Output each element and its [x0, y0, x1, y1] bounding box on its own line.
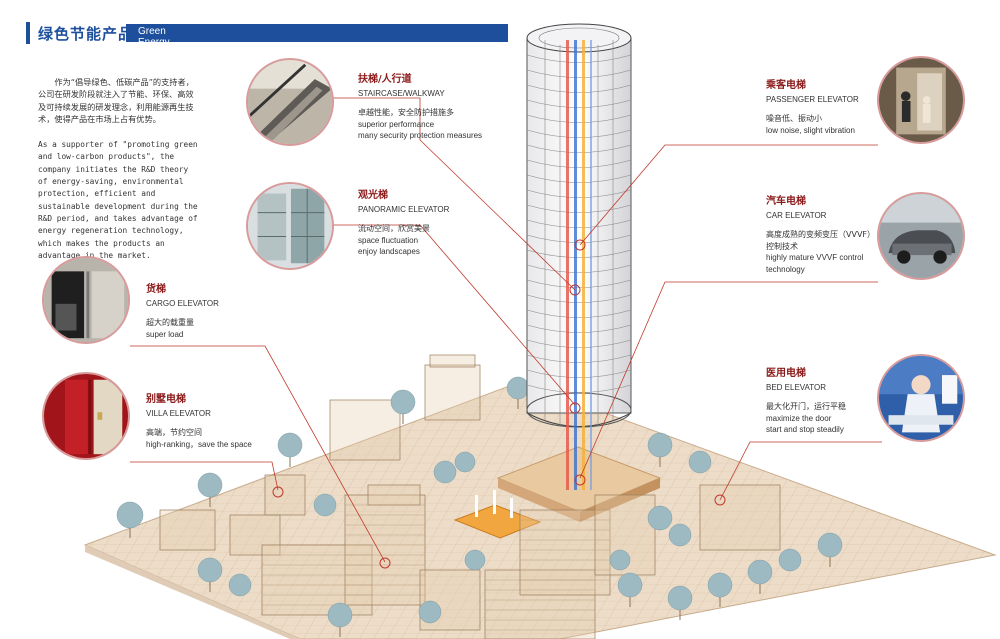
passenger-title-cn: 乘客电梯: [766, 80, 806, 91]
cargo-title-cn: 货梯: [146, 284, 166, 295]
passenger-elevator-photo: [877, 56, 965, 144]
car-line2: 控制技术: [766, 241, 798, 251]
product-passenger: 乘客电梯 PASSENGER ELEVATOR 噪音低、振动小 low nois…: [766, 80, 859, 136]
leader-bed: [719, 441, 882, 501]
bed-line3: start and stop steadily: [766, 425, 844, 434]
panoramic-elevator-photo: [246, 182, 334, 270]
car-line4: technology: [766, 264, 805, 274]
panoramic-title-cn: 观光梯: [358, 190, 388, 201]
intro-text: 作为“倡导绿色、低碳产品”的支持者，公司在研发阶段就注入了节能、环保、高效及可持…: [38, 76, 198, 262]
leader-villa: [130, 461, 279, 491]
panoramic-line3: enjoy landscapes: [358, 247, 420, 256]
staircase-title-cn: 扶梯/人行道: [358, 74, 412, 85]
villa-title-en: VILLA ELEVATOR: [146, 408, 211, 418]
product-bed: 医用电梯 BED ELEVATOR 最大化开门，运行平稳 maximize th…: [766, 368, 846, 436]
car-title-en: CAR ELEVATOR: [766, 210, 827, 220]
product-car: 汽车电梯 CAR ELEVATOR 高度成熟的变频变压（VVVF） 控制技术 h…: [766, 196, 875, 275]
car-line3: highly mature VVVF control: [766, 253, 864, 262]
staircase-line1: 卓越性能，安全防护措施多: [358, 108, 454, 117]
car-title-cn: 汽车电梯: [766, 196, 806, 207]
cargo-title-en: CARGO ELEVATOR: [146, 298, 219, 308]
car-line1: 高度成熟的变频变压（VVVF）: [766, 230, 876, 239]
leader-cargo: [130, 345, 386, 563]
bed-title-en: BED ELEVATOR: [766, 382, 827, 392]
villa-line1: 高端，节约空间: [146, 428, 202, 437]
product-staircase: 扶梯/人行道 STAIRCASE/WALKWAY 卓越性能，安全防护措施多 su…: [358, 74, 482, 142]
product-panoramic: 观光梯 PANORAMIC ELEVATOR 流动空间，欣赏美景 space f…: [358, 190, 449, 258]
cargo-line1: 超大的载重量: [146, 318, 194, 327]
passenger-line1: 噪音低、振动小: [766, 114, 822, 123]
passenger-title-en: PASSENGER ELEVATOR: [766, 94, 859, 104]
staircase-line3: many security protection measures: [358, 131, 483, 140]
passenger-line2: low noise, slight vibration: [766, 125, 855, 135]
bed-elevator-photo: [877, 354, 965, 442]
leader-panoramic: [300, 224, 576, 406]
staircase-line2: superior performance: [358, 119, 435, 129]
bed-title-cn: 医用电梯: [766, 368, 806, 379]
leader-car: [579, 281, 878, 479]
car-elevator-photo: [877, 192, 965, 280]
villa-line2: high-ranking，save the space: [146, 439, 252, 449]
panoramic-line1: 流动空间，欣赏美景: [358, 224, 430, 233]
leader-passenger: [579, 144, 878, 246]
staircase-photo: [246, 58, 334, 146]
header-title-en: Green Energy Saving Products: [138, 26, 178, 70]
product-villa: 别墅电梯 VILLA ELEVATOR 高端，节约空间 high-ranking…: [146, 394, 252, 450]
header-accent-bar: [26, 22, 30, 44]
intro-en: As a supporter of "promoting green and l…: [38, 140, 198, 260]
section-header: 绿色节能产品 Green Energy Saving Products: [26, 20, 508, 70]
header-title-cn: 绿色节能产品: [38, 24, 135, 43]
cargo-line2: super load: [146, 329, 184, 339]
leader-staircase: [305, 97, 576, 291]
tower: [526, 23, 632, 490]
bed-line2: maximize the door: [766, 413, 832, 423]
cargo-elevator-photo: [42, 256, 130, 344]
villa-title-cn: 别墅电梯: [146, 394, 186, 405]
staircase-title-en: STAIRCASE/WALKWAY: [358, 88, 445, 98]
intro-zh: 作为“倡导绿色、低碳产品”的支持者，公司在研发阶段就注入了节能、环保、高效及可持…: [38, 77, 194, 124]
panoramic-title-en: PANORAMIC ELEVATOR: [358, 204, 450, 214]
villa-elevator-photo: [42, 372, 130, 460]
header-english-banner: [126, 24, 508, 42]
panoramic-line2: space fluctuation: [358, 235, 419, 245]
product-cargo: 货梯 CARGO ELEVATOR 超大的载重量 super load: [146, 284, 219, 340]
bed-line1: 最大化开门，运行平稳: [766, 402, 846, 411]
